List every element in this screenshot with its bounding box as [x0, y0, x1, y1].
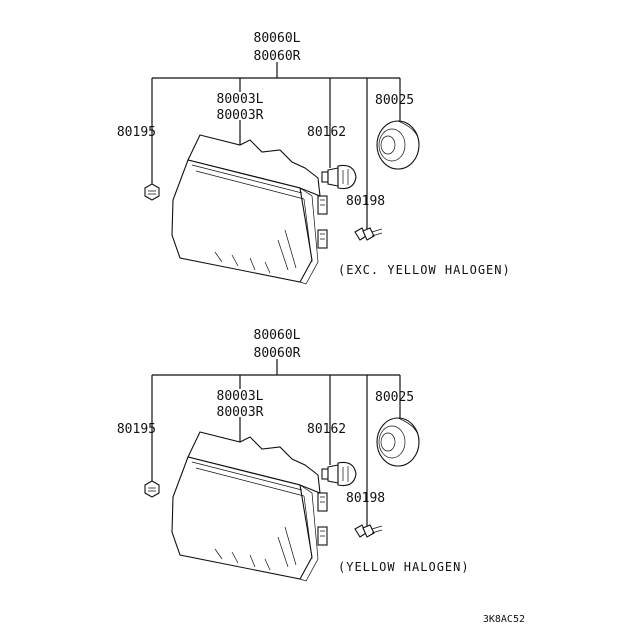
- bulb-cap-drawing: [376, 417, 420, 467]
- diagram-code: 3K8AC52: [483, 614, 525, 625]
- label-bulb: 80162: [307, 422, 346, 437]
- label-adjuster: 80198: [346, 491, 385, 506]
- label-lens-r: 80003R: [217, 108, 264, 123]
- section-caption: (YELLOW HALOGEN): [338, 560, 470, 574]
- screw-drawing: [144, 480, 160, 498]
- label-screw: 80195: [117, 422, 156, 437]
- label-assembly-l: 80060L: [254, 31, 301, 46]
- screw-drawing: [144, 183, 160, 201]
- adjuster-drawing: [354, 227, 383, 241]
- section-exc-yellow-halogen: 80060L 80060R 80003L 80003R 80195 80162 …: [117, 31, 511, 285]
- bulb-drawing: [321, 164, 357, 190]
- label-assembly-r: 80060R: [254, 49, 301, 64]
- label-cap: 80025: [375, 390, 414, 405]
- label-assembly-r: 80060R: [254, 346, 301, 361]
- bulb-cap-drawing: [376, 120, 420, 170]
- headlight-assembly-drawing: [171, 134, 328, 285]
- label-screw: 80195: [117, 125, 156, 140]
- label-cap: 80025: [375, 93, 414, 108]
- adjuster-drawing: [354, 524, 383, 538]
- label-lens-l: 80003L: [217, 92, 264, 107]
- section-caption: (EXC. YELLOW HALOGEN): [338, 263, 511, 277]
- label-adjuster: 80198: [346, 194, 385, 209]
- label-lens-r: 80003R: [217, 405, 264, 420]
- headlight-assembly-drawing: [171, 431, 328, 582]
- label-bulb: 80162: [307, 125, 346, 140]
- bulb-drawing: [321, 461, 357, 487]
- section-yellow-halogen: 80060L 80060R 80003L 80003R 80195 80162 …: [117, 328, 470, 582]
- label-lens-l: 80003L: [217, 389, 264, 404]
- label-assembly-l: 80060L: [254, 328, 301, 343]
